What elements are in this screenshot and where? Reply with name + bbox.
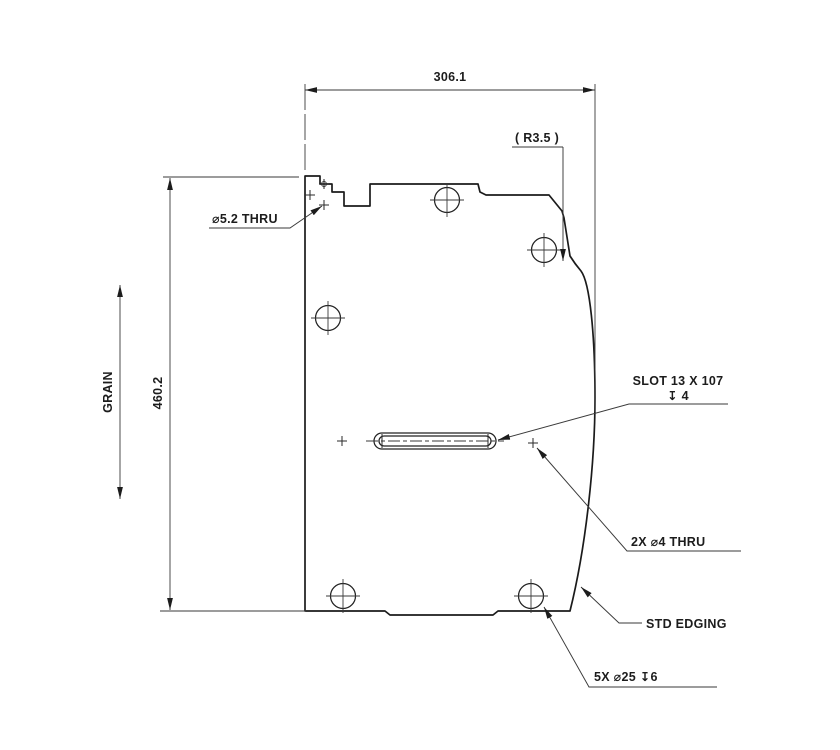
thru-hole-mark-left [337,436,347,446]
counterbore-hole-2 [527,233,561,267]
radius-note: ( R3.5 ) [512,131,566,261]
counterbore-hole-1 [430,183,464,217]
grain-label: GRAIN [101,371,115,413]
height-dimension: 460.2 [151,176,306,612]
part-outline [304,175,596,616]
radius-note-label: ( R3.5 ) [515,131,559,145]
slot-depth-label: ↧ 4 [667,389,689,403]
slot-note-label: SLOT 13 X 107 [633,374,724,388]
width-dimension: 306.1 [304,70,596,412]
width-dim-label: 306.1 [434,70,467,84]
small-hole-note: ⌀5.2 THRU [209,205,323,229]
edging-note: STD EDGING [580,586,727,631]
grain-direction: GRAIN [101,285,123,499]
cbore-label: 5X ⌀25 ↧6 [594,670,658,684]
small-hole-label: ⌀5.2 THRU [212,212,278,226]
thru-hole-label: 2X ⌀4 THRU [631,535,705,549]
edging-label: STD EDGING [646,617,727,631]
counterbore-hole-3 [311,301,345,335]
counterbore-hole-5 [514,579,548,613]
counterbore-hole-4 [326,579,360,613]
slot-note: SLOT 13 X 107 ↧ 4 [497,374,728,441]
small-hole-marks-topleft [305,179,329,210]
height-dim-label: 460.2 [151,377,165,410]
cbore-note: 5X ⌀25 ↧6 [543,606,717,688]
thru-hole-note: 2X ⌀4 THRU [536,447,741,552]
thru-hole-mark-right [528,438,538,448]
slot-outline [366,432,504,450]
